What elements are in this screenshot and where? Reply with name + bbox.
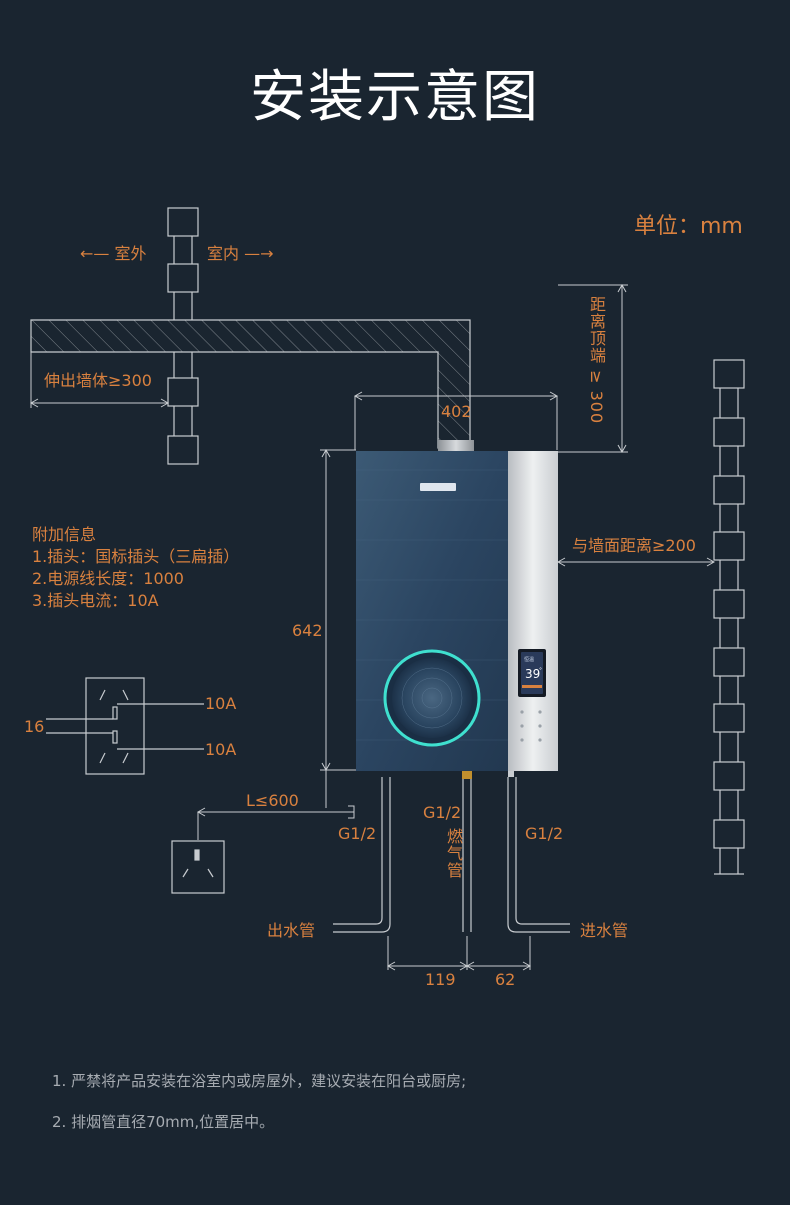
outlet-pipe-label: 出水管 bbox=[267, 921, 315, 940]
width-label: 402 bbox=[441, 402, 472, 421]
cord-length-label: L≤600 bbox=[246, 791, 299, 810]
spacing-right-label: 62 bbox=[495, 970, 515, 989]
wall-distance-label: 与墙面距离≥200 bbox=[572, 536, 696, 555]
info-heading: 附加信息 bbox=[32, 525, 97, 544]
extend-wall-label: 伸出墙体≥300 bbox=[44, 371, 152, 390]
display-temp-unit: ° bbox=[539, 667, 542, 674]
spacing-left-label: 119 bbox=[425, 970, 456, 989]
top-distance-label: 距离顶端 ≥ 300 bbox=[587, 296, 606, 425]
outlet-thread-label: G1/2 bbox=[338, 824, 376, 843]
current-label-top: 10A bbox=[205, 694, 236, 713]
note-1: 1. 严禁将产品安装在浴室内或房屋外，建议安装在阳台或厨房; bbox=[52, 1072, 467, 1090]
outdoor-label: ←— 室外 bbox=[80, 244, 147, 263]
wall-distance-dimension bbox=[556, 557, 716, 567]
socket-front bbox=[171, 840, 225, 894]
brand-logo bbox=[420, 483, 456, 491]
display-temperature: 39 bbox=[525, 667, 540, 681]
heater-side-panel bbox=[508, 451, 558, 771]
indoor-label: 室内 —→ bbox=[207, 244, 274, 263]
display-mode-tag: 恒温 bbox=[524, 656, 534, 663]
socket-gap-label: 16 bbox=[24, 717, 44, 736]
info-item: 3.插头电流：10A bbox=[32, 591, 159, 610]
gas-thread-label: G1/2 bbox=[423, 803, 461, 822]
inlet-pipe-label: 进水管 bbox=[580, 921, 628, 940]
water-heater: 39 ° 恒温 bbox=[356, 440, 558, 779]
touch-buttons bbox=[520, 710, 542, 742]
height-dimension bbox=[320, 448, 356, 808]
note-2: 2. 排烟管直径70mm,位置居中。 bbox=[52, 1113, 275, 1131]
width-dimension bbox=[353, 391, 559, 450]
gas-connector bbox=[462, 771, 472, 779]
top-distance-dimension bbox=[558, 283, 628, 454]
height-label: 642 bbox=[292, 621, 323, 640]
pipes bbox=[333, 777, 570, 933]
flue-collar bbox=[438, 440, 474, 452]
cord-dimension bbox=[196, 805, 355, 840]
unit-label: 单位：mm bbox=[634, 214, 743, 239]
plug-detail bbox=[46, 677, 204, 775]
inlet-thread-label: G1/2 bbox=[525, 824, 563, 843]
extend-dimension bbox=[29, 352, 170, 408]
right-wall bbox=[713, 359, 745, 875]
pipe-spacing-dimension bbox=[386, 936, 532, 971]
flue-stack bbox=[167, 207, 199, 465]
current-label-bottom: 10A bbox=[205, 740, 236, 759]
gas-pipe-label: 燃气管 bbox=[444, 828, 463, 879]
info-item: 2.电源线长度：1000 bbox=[32, 569, 184, 588]
info-item: 1.插头：国标插头（三扁插） bbox=[32, 547, 240, 566]
page-title: 安装示意图 bbox=[250, 65, 540, 130]
additional-info: 附加信息 1.插头：国标插头（三扁插） 2.电源线长度：1000 3.插头电流：… bbox=[32, 524, 239, 612]
